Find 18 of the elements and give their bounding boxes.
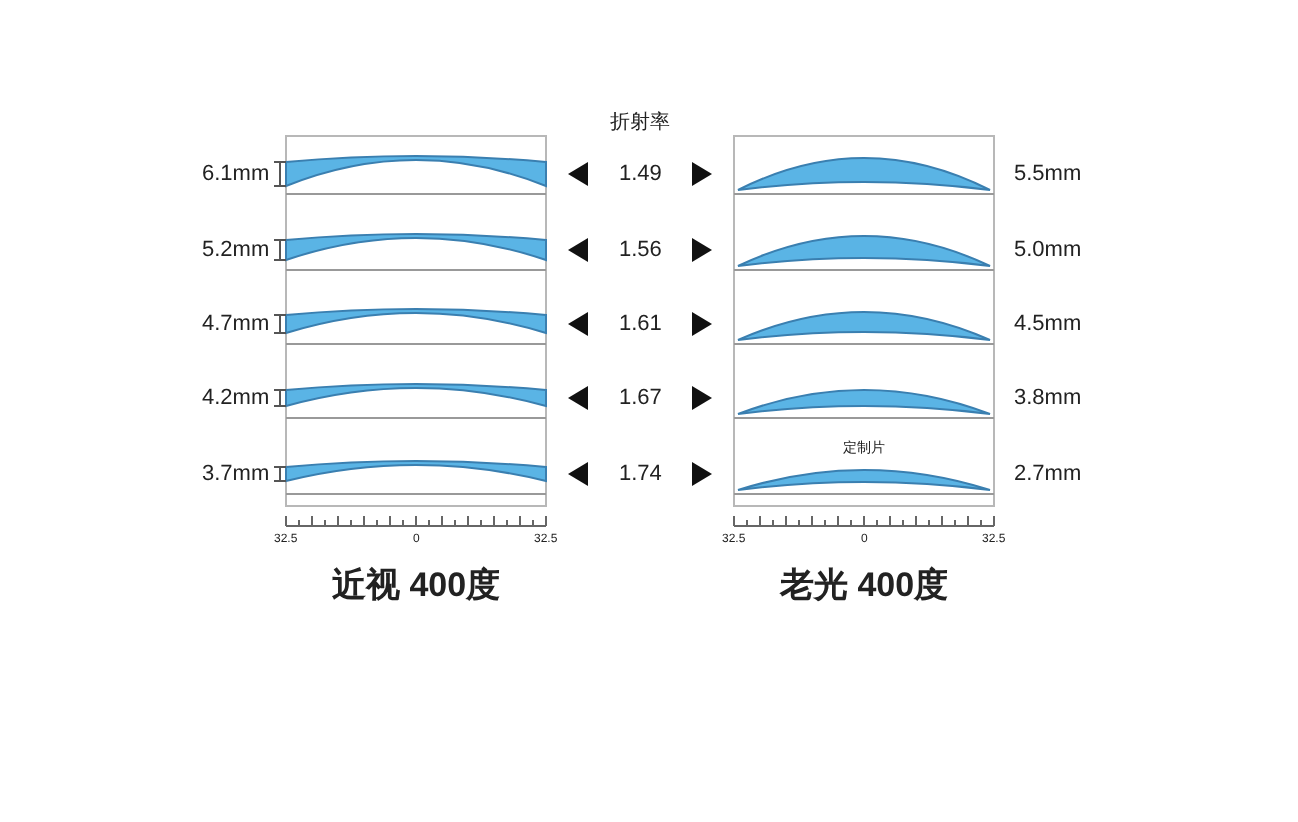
panel-caption: 近视 400度 [332,567,501,601]
refractive-index-value: 1.49 [619,163,662,185]
thickness-label: 4.2mm [202,387,270,409]
thickness-label: 3.7mm [202,463,270,485]
thickness-label: 5.5mm [1014,163,1082,185]
thickness-label: 5.2mm [202,239,270,261]
thickness-label: 4.5mm [1014,313,1082,335]
thickness-label: 3.8mm [1014,387,1082,409]
thickness-label: 5.0mm [1014,239,1082,261]
refractive-index-value: 1.61 [619,313,662,335]
refractive-index-value: 1.56 [619,239,662,261]
refractive-index-value: 1.67 [619,387,662,409]
refractive-index-value: 1.74 [619,463,662,485]
thickness-label: 2.7mm [1014,463,1082,485]
thickness-label: 6.1mm [202,163,270,185]
thickness-label: 4.7mm [202,313,270,335]
panel-caption: 老光 400度 [780,567,949,601]
heading: 折射率 [610,114,670,134]
